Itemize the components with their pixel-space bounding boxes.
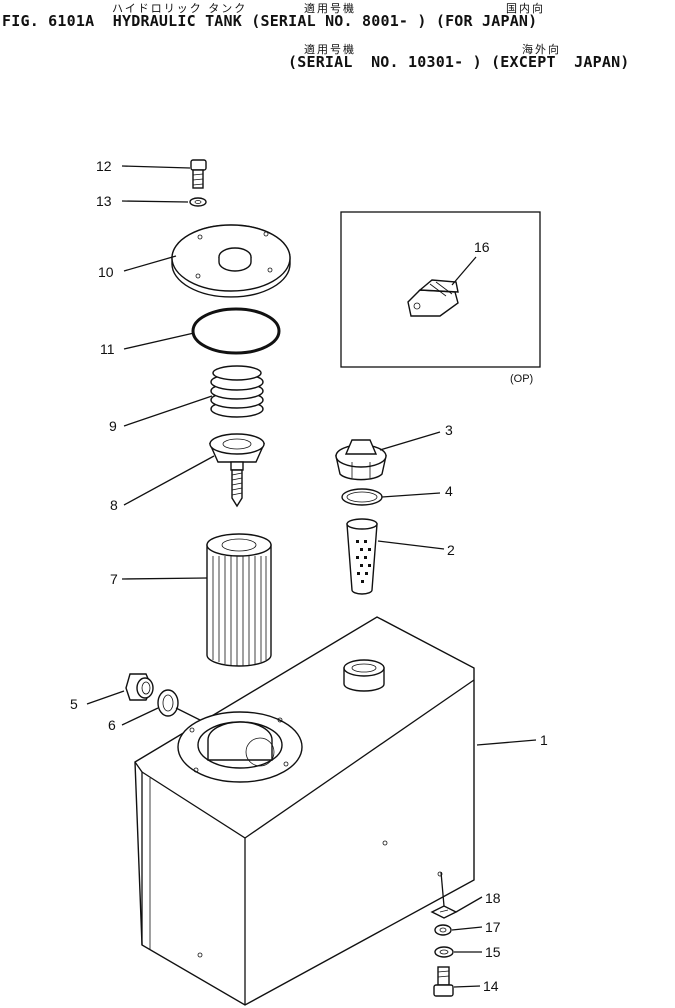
callout-4: 4 — [445, 483, 453, 499]
part-8-valve — [208, 433, 266, 508]
part-14-bolt — [433, 966, 454, 997]
callout-17: 17 — [485, 919, 501, 935]
option-box: (OP) — [340, 211, 541, 385]
leader-lines — [86, 165, 537, 988]
callout-3: 3 — [445, 422, 453, 438]
part-4-gasket — [341, 488, 383, 506]
part-13-washer — [189, 197, 207, 207]
part-18-lock-plate — [430, 905, 458, 919]
part-1-tank — [134, 616, 475, 1006]
part-5-plug — [125, 673, 154, 701]
part-15-spring-washer — [434, 946, 454, 958]
part-2-strainer — [346, 518, 378, 595]
callout-11: 11 — [100, 341, 115, 357]
header-kana-domestic: 国内向 — [506, 2, 545, 15]
figure-subtitle: (SERIAL NO. 10301- ) (EXCEPT JAPAN) — [288, 53, 630, 71]
part-10-cover — [171, 224, 291, 298]
part-17-washer — [434, 924, 452, 936]
figure-title: FIG. 6101A HYDRAULIC TANK (SERIAL NO. 80… — [2, 12, 538, 30]
header-kana-serial-2: 適用号機 — [304, 43, 356, 56]
callout-16: 16 — [474, 239, 490, 255]
header-kana-part-name: ハイドロリック タンク — [112, 2, 248, 15]
option-label: (OP) — [510, 373, 533, 385]
callout-13: 13 — [96, 193, 112, 209]
callout-14: 14 — [483, 978, 499, 994]
callout-5: 5 — [70, 696, 78, 712]
header-kana-overseas: 海外向 — [522, 43, 561, 56]
part-6-seal-ring — [157, 689, 179, 717]
callout-12: 12 — [96, 158, 112, 174]
callout-6: 6 — [108, 717, 116, 733]
callout-2: 2 — [447, 542, 455, 558]
part-7-filter-element — [206, 533, 272, 667]
callout-8: 8 — [110, 497, 118, 513]
callout-15: 15 — [485, 944, 501, 960]
callout-9: 9 — [109, 418, 117, 434]
callout-10: 10 — [98, 264, 114, 280]
callout-7: 7 — [110, 571, 118, 587]
part-3-cap — [335, 439, 387, 481]
part-9-spring — [210, 365, 264, 418]
header-kana-serial-1: 適用号機 — [304, 2, 356, 15]
part-12-bolt — [190, 159, 207, 189]
part-11-o-ring — [191, 307, 281, 355]
part-16-locking-cap — [407, 279, 459, 317]
callout-1: 1 — [540, 732, 548, 748]
callout-18: 18 — [485, 890, 501, 906]
